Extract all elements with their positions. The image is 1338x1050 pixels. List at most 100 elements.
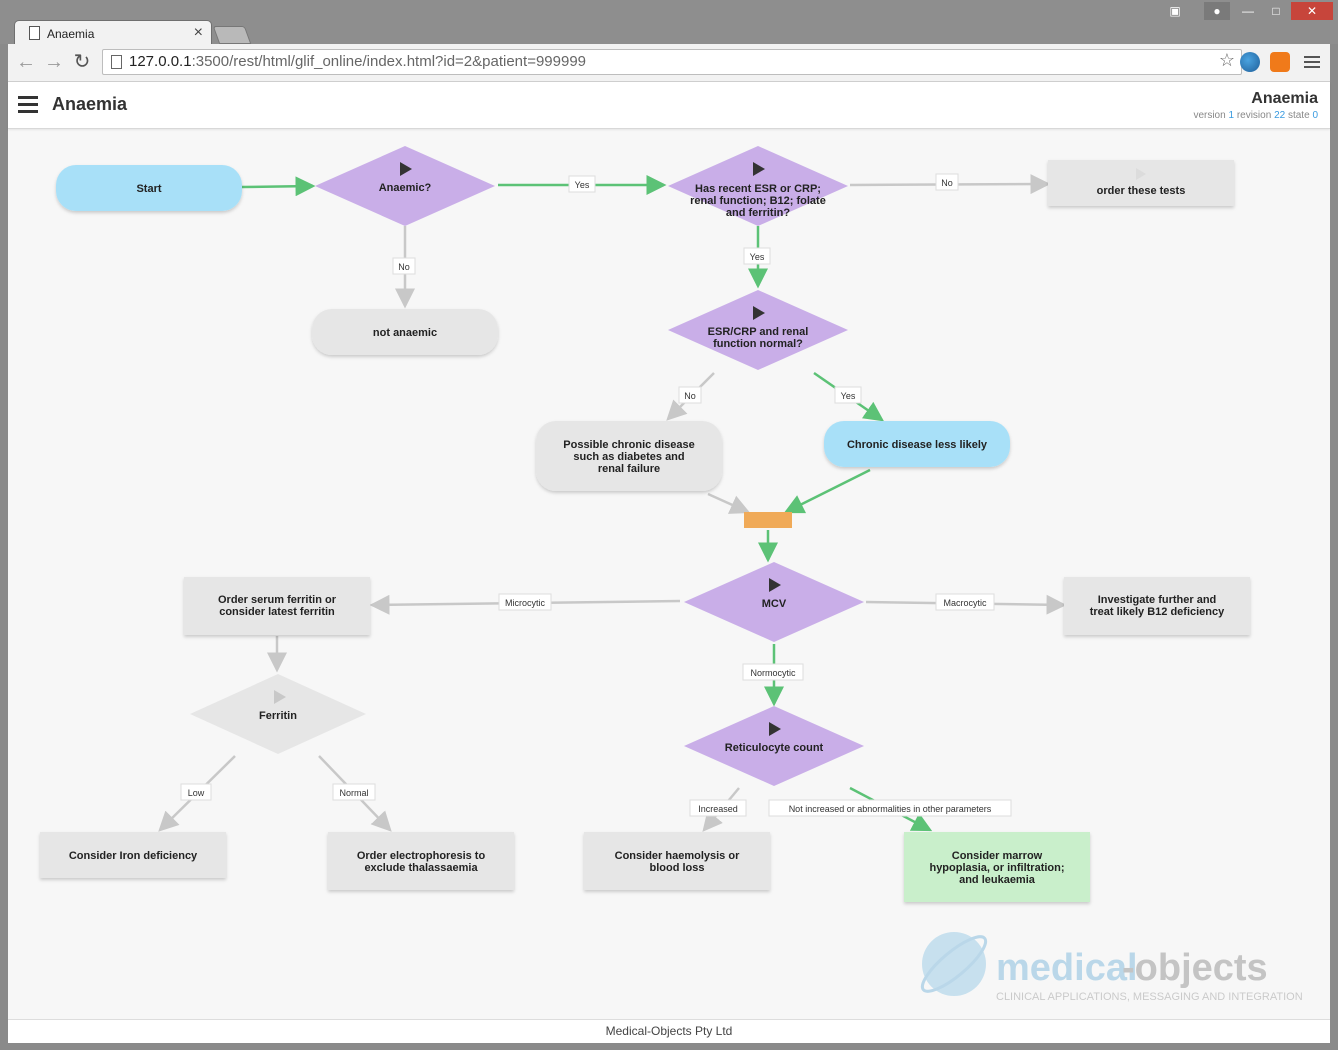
back-button[interactable]: ← [16, 51, 36, 73]
flow-node-order-tests[interactable]: order these tests [1048, 160, 1234, 206]
node-label: and ferritin? [726, 207, 790, 219]
cast-icon[interactable]: ▣ [1169, 4, 1181, 18]
url-path: :3500/rest/html/glif_online/index.html?i… [191, 53, 587, 70]
play-icon[interactable] [753, 306, 765, 320]
edge-label-yes: Yes [750, 252, 765, 262]
play-icon[interactable] [274, 690, 286, 704]
edge-label-yes: Yes [841, 391, 856, 401]
tab-close-icon[interactable]: × [193, 24, 203, 41]
user-profile-icon[interactable]: ● [1204, 2, 1230, 20]
node-label: Order electrophoresis to [357, 850, 486, 862]
page-icon [29, 26, 40, 40]
flow-node-sync-bar [744, 512, 792, 528]
flow-node-chronic-less-likely[interactable]: Chronic disease less likely [824, 421, 1010, 467]
node-label: treat likely B12 deficiency [1090, 606, 1225, 618]
node-label: Reticulocyte count [725, 742, 824, 754]
flow-node-has-recent-tests[interactable]: Has recent ESR or CRP; renal function; B… [668, 146, 848, 226]
flow-node-ferritin-decision[interactable]: Ferritin [190, 674, 366, 754]
node-label: not anaemic [373, 327, 437, 339]
node-label: consider latest ferritin [219, 606, 335, 618]
document-icon [111, 55, 122, 69]
node-label: Investigate further and [1098, 594, 1217, 606]
flow-node-anaemic-decision[interactable]: Anaemic? [315, 146, 495, 226]
app-window: Anaemia Anaemia version 1 revision 22 st… [8, 82, 1330, 1043]
node-label: Possible chronic disease [563, 439, 694, 451]
play-icon[interactable] [769, 578, 781, 592]
node-label: and leukaemia [959, 874, 1036, 886]
flow-node-haemolysis[interactable]: Consider haemolysis or blood loss [584, 832, 770, 890]
flow-node-esr-normal[interactable]: ESR/CRP and renal function normal? [668, 290, 848, 370]
maximize-button[interactable]: □ [1272, 4, 1280, 18]
edge-label-increased: Increased [698, 804, 738, 814]
edge-label-microcytic: Microcytic [505, 598, 545, 608]
play-icon[interactable] [769, 722, 781, 736]
node-label: Start [136, 183, 161, 195]
hamburger-menu-icon[interactable] [18, 96, 38, 117]
edge-label-macrocytic: Macrocytic [943, 598, 987, 608]
node-label: Consider marrow [952, 850, 1043, 862]
node-label: Consider haemolysis or [615, 850, 740, 862]
node-label: Chronic disease less likely [847, 439, 988, 451]
guideline-title: Anaemia [1251, 90, 1318, 107]
app-footer: Medical-Objects Pty Ltd [8, 1019, 1330, 1043]
play-icon[interactable] [1136, 168, 1146, 180]
node-label: Has recent ESR or CRP; [695, 183, 821, 195]
chart-extension-icon[interactable] [1270, 52, 1290, 72]
node-label: Order serum ferritin or [218, 594, 337, 606]
url-text[interactable]: 127.0.0.1:3500/rest/html/glif_online/ind… [129, 53, 586, 70]
node-label: Consider Iron deficiency [69, 850, 198, 862]
watermark-brand-a: medical [996, 947, 1138, 989]
bookmark-star-icon[interactable]: ☆ [1218, 50, 1235, 70]
flow-node-not-anaemic[interactable]: not anaemic [312, 309, 498, 355]
edge-label-no: No [398, 262, 410, 272]
flow-node-possible-chronic[interactable]: Possible chronic disease such as diabete… [536, 421, 722, 491]
edge-start-anaemic [241, 176, 316, 197]
watermark-brand-b: -objects [1122, 947, 1268, 989]
edge-label-normal: Normal [339, 788, 368, 798]
edge-label-not-increased: Not increased or abnormalities in other … [789, 804, 992, 814]
flow-node-start[interactable]: Start [56, 165, 242, 211]
state-label: state [1287, 110, 1310, 121]
flow-node-order-ferritin[interactable]: Order serum ferritin or consider latest … [184, 577, 370, 635]
play-icon[interactable] [753, 162, 765, 176]
node-label: exclude thalassaemia [364, 862, 478, 874]
new-tab-button[interactable] [212, 26, 252, 44]
node-label: such as diabetes and [573, 451, 684, 463]
node-label: ESR/CRP and renal [708, 326, 809, 338]
revision-label: revision [1236, 110, 1272, 121]
flow-node-marrow[interactable]: Consider marrow hypoplasia, or infiltrat… [904, 832, 1090, 902]
browser-toolbar: ← → ↻ 127.0.0.1:3500/rest/html/glif_onli… [8, 44, 1330, 82]
state-value: 0 [1312, 110, 1318, 121]
flowchart-svg: Yes No No Yes No Yes Microcytic Macrocyt… [40, 146, 1303, 1003]
browser-menu-icon[interactable] [1304, 53, 1320, 71]
url-host: 127.0.0.1 [129, 53, 192, 70]
node-label: Anaemic? [379, 182, 432, 194]
globe-extension-icon[interactable] [1240, 52, 1260, 72]
play-icon[interactable] [400, 162, 412, 176]
medical-objects-watermark: medical -objects CLINICAL APPLICATIONS, … [920, 932, 1303, 1003]
flow-node-reticulocyte-decision[interactable]: Reticulocyte count [684, 706, 864, 786]
version-label: version [1193, 110, 1226, 121]
edge-label-normocytic: Normocytic [750, 668, 796, 678]
minimize-button[interactable]: — [1242, 4, 1254, 18]
node-label: MCV [762, 598, 787, 610]
version-info: version 1 revision 22 state 0 [1193, 110, 1318, 121]
node-label: blood loss [650, 862, 705, 874]
flow-node-iron-deficiency[interactable]: Consider Iron deficiency [40, 832, 226, 878]
page-title: Anaemia [52, 94, 128, 114]
close-window-button[interactable]: ✕ [1291, 2, 1333, 20]
flow-node-investigate-b12[interactable]: Investigate further and treat likely B12… [1064, 577, 1250, 635]
node-label: function normal? [713, 338, 803, 350]
app-header: Anaemia Anaemia version 1 revision 22 st… [8, 82, 1330, 129]
flow-node-mcv-decision[interactable]: MCV [684, 562, 864, 642]
globe-logo-icon [922, 932, 986, 996]
node-label: renal function; B12; folate [690, 195, 826, 207]
address-bar[interactable]: 127.0.0.1:3500/rest/html/glif_online/ind… [102, 49, 1242, 75]
tab-title: Anaemia [47, 27, 95, 41]
flow-node-electrophoresis[interactable]: Order electrophoresis to exclude thalass… [328, 832, 514, 890]
browser-titlebar: Anaemia × ▣ ● — □ ✕ [0, 0, 1338, 47]
forward-button[interactable]: → [44, 51, 64, 73]
reload-button[interactable]: ↻ [73, 51, 91, 73]
edge-label-low: Low [188, 788, 205, 798]
browser-tab[interactable]: Anaemia × [14, 20, 212, 47]
